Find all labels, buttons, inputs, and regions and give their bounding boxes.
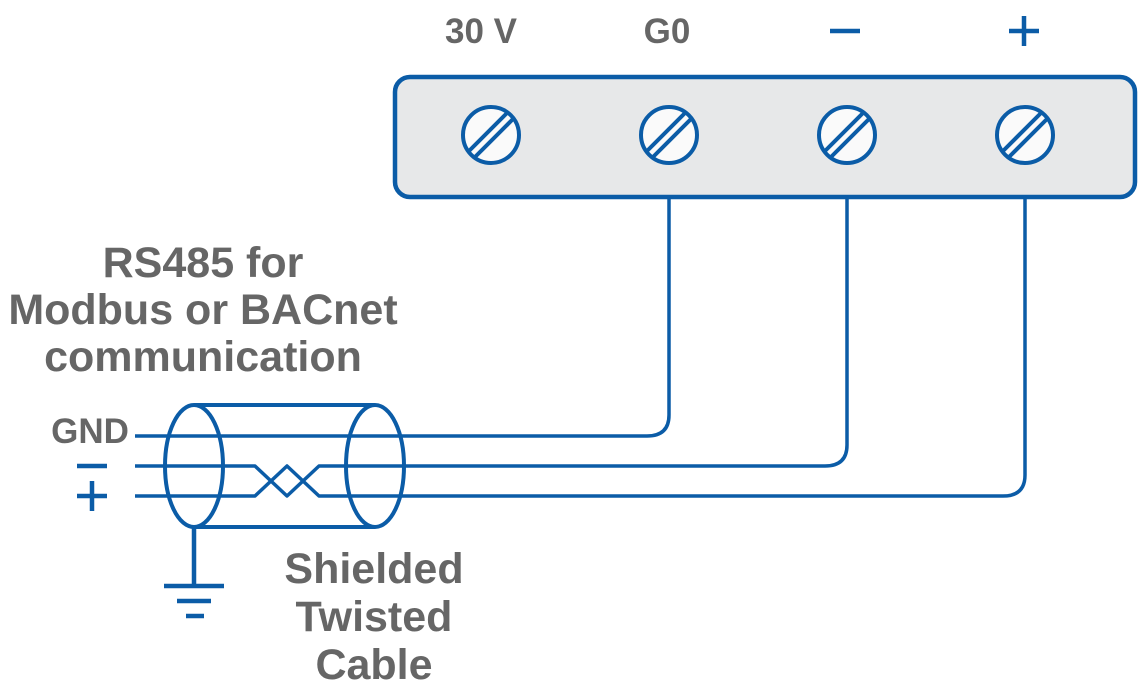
wire-plus [135,199,1027,498]
rs485-annotation: RS485 for Modbus or BACnet communication [8,239,398,381]
screw-terminal-plus [995,105,1055,165]
cable-annotation: Shielded Twisted Cable [284,545,464,689]
wires [135,199,1027,498]
plus-symbol-left [77,481,107,511]
screw-terminal-minus [817,105,877,165]
terminal-label-30v: 30 V [445,12,518,51]
terminal-block [392,74,1138,200]
cable-end-right [344,403,406,529]
wire-gnd-to-g0 [135,199,671,438]
plus-symbol-top [1009,16,1039,46]
screw-terminal-g0 [639,105,699,165]
ground-symbol [164,527,224,619]
terminal-block-body [392,74,1138,200]
screw-terminal-30v [461,105,521,165]
terminal-label-g0: G0 [644,12,691,51]
wire-label-gnd: GND [51,412,129,451]
